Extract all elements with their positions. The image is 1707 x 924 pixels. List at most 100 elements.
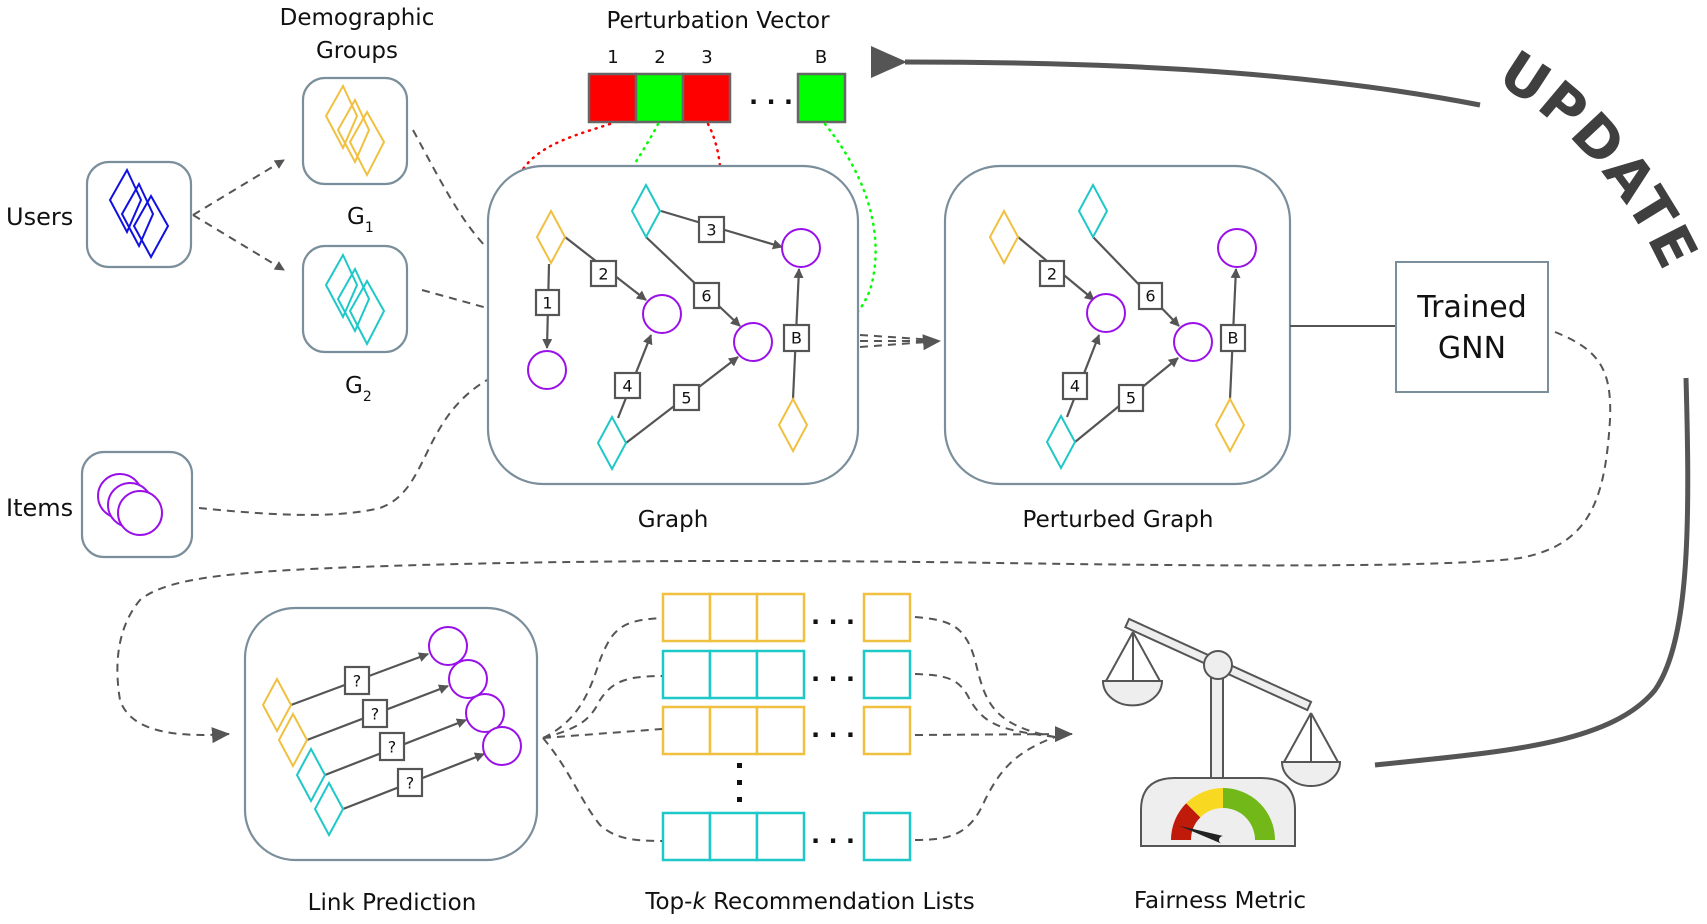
pgraph-item-node (1086, 293, 1126, 333)
graph-user-g2-node (596, 414, 628, 472)
pv-cell-1[interactable] (587, 72, 638, 124)
pgraph-edge-2[interactable]: 2 (1038, 259, 1066, 288)
rec-list-slot (755, 649, 806, 700)
users-node[interactable] (85, 160, 193, 269)
rec-list-ellipsis: . . . (811, 821, 855, 849)
users-to-group1-arrow (192, 159, 285, 216)
graph-edge-3[interactable]: 3 (697, 215, 726, 244)
lp-item-node (482, 726, 522, 766)
graph-label: Graph (638, 507, 709, 533)
items-node[interactable] (80, 450, 194, 559)
svg-text:4: 4 (1070, 377, 1080, 396)
pv-cell-2[interactable] (634, 72, 685, 124)
svg-text:4: 4 (622, 377, 632, 396)
lp-edge-unknown[interactable]: ? (378, 731, 406, 762)
rec-list-slot (755, 705, 806, 756)
lp-user-g2-node (313, 780, 345, 838)
graph-edge-4[interactable]: 4 (613, 371, 642, 400)
group2-node[interactable] (301, 244, 409, 354)
items-to-graph-connector (198, 379, 488, 516)
lp-item-node (465, 693, 505, 733)
fairness-gauge (1171, 788, 1275, 844)
group2-users-icon (324, 252, 386, 347)
lp-item-node (428, 626, 468, 666)
graph-item-node (733, 322, 773, 362)
items-label: Items (6, 494, 73, 522)
svg-text:6: 6 (1145, 287, 1155, 306)
link-prediction-nodes (261, 626, 522, 838)
group1-label: G1 (347, 204, 374, 236)
graph-edge-1[interactable]: 1 (534, 288, 561, 317)
pv-cell-3[interactable] (681, 72, 732, 124)
svg-text:?: ? (388, 738, 397, 757)
svg-text:5: 5 (681, 389, 691, 408)
group1-node[interactable] (301, 76, 409, 186)
graph-nodes (527, 182, 821, 472)
rec-list-slot (862, 649, 912, 700)
lp-user-g1-node (277, 711, 309, 769)
users-to-group2-arrow (192, 214, 285, 271)
items-icon (97, 473, 163, 536)
rec-list-g1[interactable]: . . . (661, 705, 912, 756)
svg-text:5: 5 (1126, 389, 1136, 408)
rec-list-slot (661, 705, 712, 756)
lp-edge-unknown[interactable]: ? (361, 698, 389, 729)
graph-edge-5[interactable]: 5 (672, 383, 701, 412)
rec-list-g2[interactable]: . . . (661, 649, 912, 700)
perturbation-vector: 1 2 3 B . . . (587, 47, 847, 124)
graph-to-perturbed-arrow (859, 334, 941, 351)
perturbed-graph-label: Perturbed Graph (1023, 507, 1214, 533)
graph-edge-6[interactable]: 6 (692, 281, 721, 310)
rec-list-slot (862, 705, 912, 756)
pgraph-item-node (1173, 322, 1213, 362)
rec-list-slot (862, 811, 912, 862)
rec-list-g2[interactable]: . . . (661, 811, 912, 862)
svg-text:?: ? (353, 672, 362, 691)
pvb-to-edgeb-dotted-arrow (809, 122, 877, 341)
rec-list-g1[interactable]: . . . (661, 592, 912, 643)
fairness-metric-label: Fairness Metric (1134, 888, 1306, 914)
left-pan (1101, 631, 1164, 707)
lp-user-g1-node (261, 676, 293, 734)
pv-index-b: B (815, 47, 827, 68)
rec-list-slot (755, 811, 806, 862)
rec-list-slot (708, 592, 759, 643)
graph-edge-b[interactable]: B (782, 323, 811, 353)
demographic-groups-label-line2: Groups (316, 38, 398, 64)
lp-edge-unknown[interactable]: ? (343, 665, 371, 696)
graph-item-node (527, 350, 567, 390)
pv-index-3: 3 (701, 47, 712, 68)
pgraph-edge-4[interactable]: 4 (1061, 371, 1089, 401)
lp-user-g2-node (295, 746, 327, 804)
svg-text:B: B (1228, 329, 1239, 348)
lp-item-node (448, 659, 488, 699)
svg-text:2: 2 (1047, 265, 1057, 284)
lists-to-fairness-connectors (914, 616, 1073, 841)
rec-list-slot (661, 649, 712, 700)
pgraph-edge-6[interactable]: 6 (1137, 281, 1164, 311)
group1-users-icon (324, 83, 386, 178)
rec-list-ellipsis: . . . (811, 602, 855, 630)
pgraph-edge-b[interactable]: B (1219, 323, 1247, 353)
gauge-red-zone (1171, 803, 1201, 840)
users-label: Users (6, 203, 73, 231)
gauge-green-zone (1223, 788, 1275, 840)
trained-gnn-block[interactable]: Trained GNN (1395, 261, 1549, 393)
pv-cell-b[interactable] (796, 72, 847, 124)
graph-user-g1-node (777, 396, 809, 454)
perturbed-graph-nodes (988, 182, 1257, 471)
link-prediction-edge-labels: ? ? ? ? (343, 665, 424, 798)
pv-ellipsis: . . . (749, 82, 793, 110)
graph-edge-2[interactable]: 2 (589, 259, 618, 288)
group2-label: G2 (345, 373, 372, 405)
pgraph-edge-5[interactable]: 5 (1117, 383, 1145, 413)
rec-list-slot (708, 705, 759, 756)
group2-to-graph-connector (421, 289, 488, 309)
graph-item-node (642, 294, 682, 334)
rec-list-slot (661, 592, 712, 643)
fairness-scale-icon (1101, 617, 1342, 847)
lp-edge-unknown[interactable]: ? (396, 767, 424, 798)
svg-text:?: ? (371, 705, 380, 724)
svg-text:?: ? (406, 774, 415, 793)
